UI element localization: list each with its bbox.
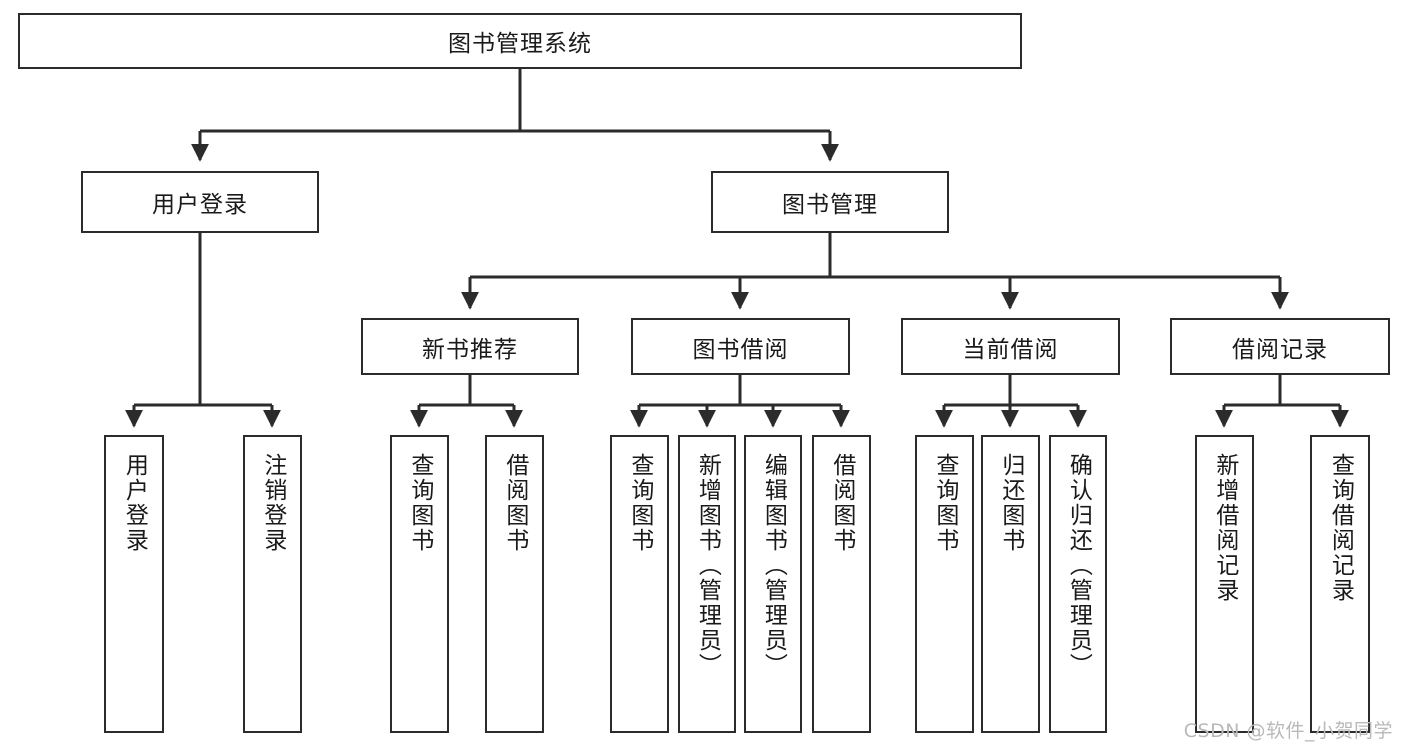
node-leaf-edit-book-label: 编辑图书（管理员） <box>760 453 787 678</box>
node-current-borrow-label: 当前借阅 <box>962 336 1059 363</box>
node-book-borrow-label: 图书借阅 <box>692 336 789 363</box>
node-leaf-query-book-1-label: 查询图书 <box>406 453 433 553</box>
node-leaf-confirm-return-label: 确认归还（管理员） <box>1065 453 1092 678</box>
node-book-manage[interactable]: 图书管理 <box>711 171 949 233</box>
node-leaf-query-book-2[interactable]: 查询图书 <box>610 435 669 733</box>
node-new-book-recommend-label: 新书推荐 <box>422 336 518 363</box>
node-leaf-query-record[interactable]: 查询借阅记录 <box>1310 435 1370 733</box>
node-leaf-query-book-1[interactable]: 查询图书 <box>390 435 449 733</box>
node-current-borrow[interactable]: 当前借阅 <box>901 318 1120 375</box>
node-leaf-borrow-book-1[interactable]: 借阅图书 <box>485 435 544 733</box>
node-leaf-confirm-return[interactable]: 确认归还（管理员） <box>1049 435 1107 733</box>
node-leaf-user-login-label: 用户登录 <box>121 453 148 553</box>
node-book-manage-label: 图书管理 <box>782 192 878 218</box>
node-borrow-record[interactable]: 借阅记录 <box>1170 318 1390 375</box>
node-leaf-add-book-label: 新增图书（管理员） <box>694 453 721 678</box>
node-leaf-user-logout-label: 注销登录 <box>259 453 286 553</box>
node-leaf-return-book-label: 归还图书 <box>997 453 1024 553</box>
node-user-login[interactable]: 用户登录 <box>81 171 319 233</box>
node-user-login-label: 用户登录 <box>152 192 248 218</box>
node-leaf-query-record-label: 查询借阅记录 <box>1327 453 1354 603</box>
node-leaf-add-record-label: 新增借阅记录 <box>1211 453 1238 603</box>
node-leaf-borrow-book-2-label: 借阅图书 <box>828 453 855 553</box>
node-leaf-user-login[interactable]: 用户登录 <box>104 435 164 733</box>
node-leaf-edit-book[interactable]: 编辑图书（管理员） <box>744 435 802 733</box>
node-leaf-query-book-3-label: 查询图书 <box>931 453 958 553</box>
node-leaf-add-book[interactable]: 新增图书（管理员） <box>678 435 736 733</box>
node-borrow-record-label: 借阅记录 <box>1232 336 1328 363</box>
node-leaf-query-book-3[interactable]: 查询图书 <box>915 435 974 733</box>
node-leaf-query-book-2-label: 查询图书 <box>626 453 653 553</box>
node-leaf-return-book[interactable]: 归还图书 <box>981 435 1040 733</box>
node-leaf-borrow-book-1-label: 借阅图书 <box>501 453 528 553</box>
node-leaf-add-record[interactable]: 新增借阅记录 <box>1195 435 1254 733</box>
node-leaf-user-logout[interactable]: 注销登录 <box>243 435 302 733</box>
node-new-book-recommend[interactable]: 新书推荐 <box>361 318 579 375</box>
node-leaf-borrow-book-2[interactable]: 借阅图书 <box>812 435 871 733</box>
node-root[interactable]: 图书管理系统 <box>18 13 1022 69</box>
node-root-label: 图书管理系统 <box>448 31 592 57</box>
node-book-borrow[interactable]: 图书借阅 <box>631 318 850 375</box>
